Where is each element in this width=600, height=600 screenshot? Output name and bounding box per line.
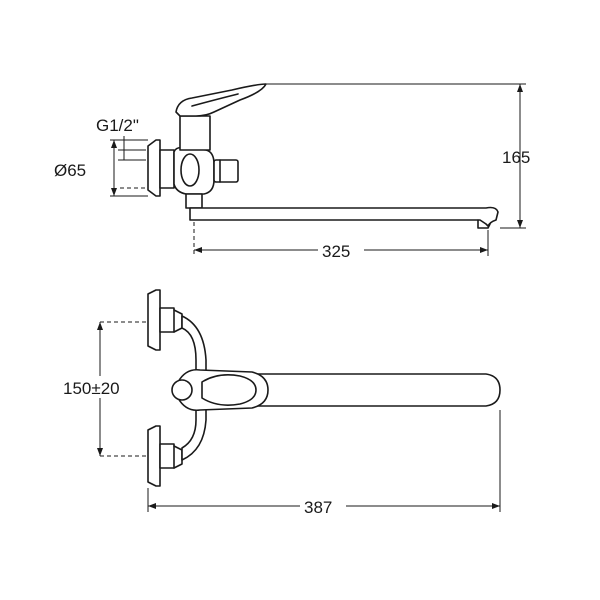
body-arms bbox=[181, 315, 207, 461]
diverter-knob bbox=[213, 159, 239, 183]
spout-plan bbox=[231, 373, 501, 407]
lower-flange bbox=[147, 425, 161, 487]
dim-diameter-label: Ø65 bbox=[54, 161, 86, 180]
dim-height-label: 165 bbox=[502, 148, 530, 167]
dim-thread-label: G1/2" bbox=[96, 116, 139, 135]
cartridge-column bbox=[179, 115, 211, 151]
dim-inlet-spacing-label: 150±20 bbox=[63, 379, 120, 398]
handle-lever bbox=[175, 83, 267, 117]
handle-plan bbox=[177, 368, 269, 412]
dim-spout-reach-label: 325 bbox=[322, 242, 350, 261]
side-elevation-view: G1/2" Ø65 165 325 bbox=[54, 83, 530, 261]
mixer-body bbox=[173, 146, 215, 195]
connector-nut bbox=[159, 149, 175, 189]
dim-total-length-label: 387 bbox=[304, 498, 332, 517]
upper-flange bbox=[147, 289, 161, 351]
spout bbox=[189, 206, 499, 227]
wall-flange bbox=[147, 139, 161, 197]
plan-view: 150±20 387 bbox=[62, 289, 501, 517]
